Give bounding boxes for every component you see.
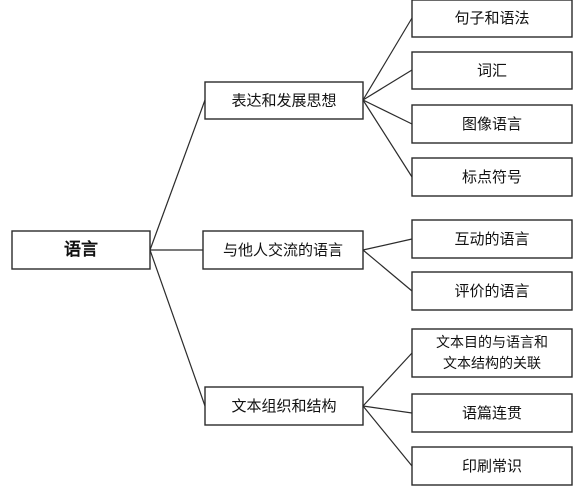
leaf-node-print-knowledge-label: 印刷常识 bbox=[462, 457, 522, 475]
edge-organization-to-leaf-1 bbox=[362, 352, 413, 407]
leaf-node-punctuation-box bbox=[411, 157, 573, 197]
branch-node-communication-box bbox=[202, 230, 364, 270]
edge-expression-to-leaf-1 bbox=[362, 17, 413, 101]
branch-node-organization-label: 文本组织和结构 bbox=[231, 397, 336, 415]
leaf-node-text-purpose-structure-line1: 文本目的与语言和 bbox=[436, 335, 548, 351]
leaf-node-text-purpose-structure: 文本目的与语言和 文本结构的关联 bbox=[411, 328, 573, 378]
leaf-node-interactive-language-box bbox=[411, 219, 573, 259]
leaf-node-print-knowledge-box bbox=[411, 446, 573, 486]
leaf-node-sentences-grammar-label: 句子和语法 bbox=[454, 9, 529, 27]
branch-node-organization-box bbox=[204, 386, 364, 426]
leaf-node-text-cohesion-label: 语篇连贯 bbox=[462, 404, 522, 422]
leaf-node-visual-language-box bbox=[411, 104, 573, 144]
root-node-label: 语言 bbox=[64, 239, 98, 260]
edge-organization-to-leaf-2 bbox=[362, 405, 413, 414]
branch-node-expression-box bbox=[204, 81, 364, 120]
connector-lines bbox=[149, 17, 413, 467]
leaf-node-interactive-language-label: 互动的语言 bbox=[454, 230, 529, 248]
leaf-node-sentences-grammar-box bbox=[411, 0, 573, 38]
root-node-box bbox=[11, 230, 151, 270]
branch-node-expression-label: 表达和发展思想 bbox=[231, 92, 336, 110]
leaf-node-text-cohesion-box bbox=[411, 393, 573, 433]
leaf-node-text-purpose-structure-box bbox=[411, 328, 573, 378]
edge-expression-to-leaf-4 bbox=[362, 99, 413, 178]
leaf-node-text-cohesion: 语篇连贯 bbox=[411, 393, 573, 433]
leaf-node-text-purpose-structure-line2: 文本结构的关联 bbox=[443, 356, 541, 372]
leaf-node-print-knowledge: 印刷常识 bbox=[411, 446, 573, 486]
leaf-node-evaluative-language-box bbox=[411, 271, 573, 311]
leaf-node-vocabulary-box bbox=[411, 51, 573, 90]
leaf-node-vocabulary: 词汇 bbox=[411, 51, 573, 90]
leaf-node-vocabulary-label: 词汇 bbox=[477, 62, 507, 80]
branch-node-organization: 文本组织和结构 bbox=[204, 386, 364, 426]
leaf-node-evaluative-language-label: 评价的语言 bbox=[454, 282, 529, 300]
branch-node-expression: 表达和发展思想 bbox=[204, 81, 364, 120]
edge-root-to-expression bbox=[149, 99, 206, 251]
leaf-node-visual-language: 图像语言 bbox=[411, 104, 573, 144]
leaf-node-punctuation: 标点符号 bbox=[411, 157, 573, 197]
edge-organization-to-leaf-3 bbox=[362, 405, 413, 467]
edge-expression-to-leaf-3 bbox=[362, 99, 413, 125]
edge-communication-to-leaf-2 bbox=[362, 249, 413, 292]
leaf-node-interactive-language: 互动的语言 bbox=[411, 219, 573, 259]
leaf-node-evaluative-language: 评价的语言 bbox=[411, 271, 573, 311]
edge-communication-to-leaf-1 bbox=[362, 238, 413, 251]
edge-expression-to-leaf-2 bbox=[362, 69, 413, 101]
root-node: 语言 bbox=[11, 230, 151, 270]
leaf-node-punctuation-label: 标点符号 bbox=[462, 168, 522, 186]
leaf-node-sentences-grammar: 句子和语法 bbox=[411, 0, 573, 38]
branch-node-communication-label: 与他人交流的语言 bbox=[223, 241, 343, 259]
edge-root-to-organization bbox=[149, 249, 206, 407]
branch-node-communication: 与他人交流的语言 bbox=[202, 230, 364, 270]
leaf-node-visual-language-label: 图像语言 bbox=[462, 115, 522, 133]
